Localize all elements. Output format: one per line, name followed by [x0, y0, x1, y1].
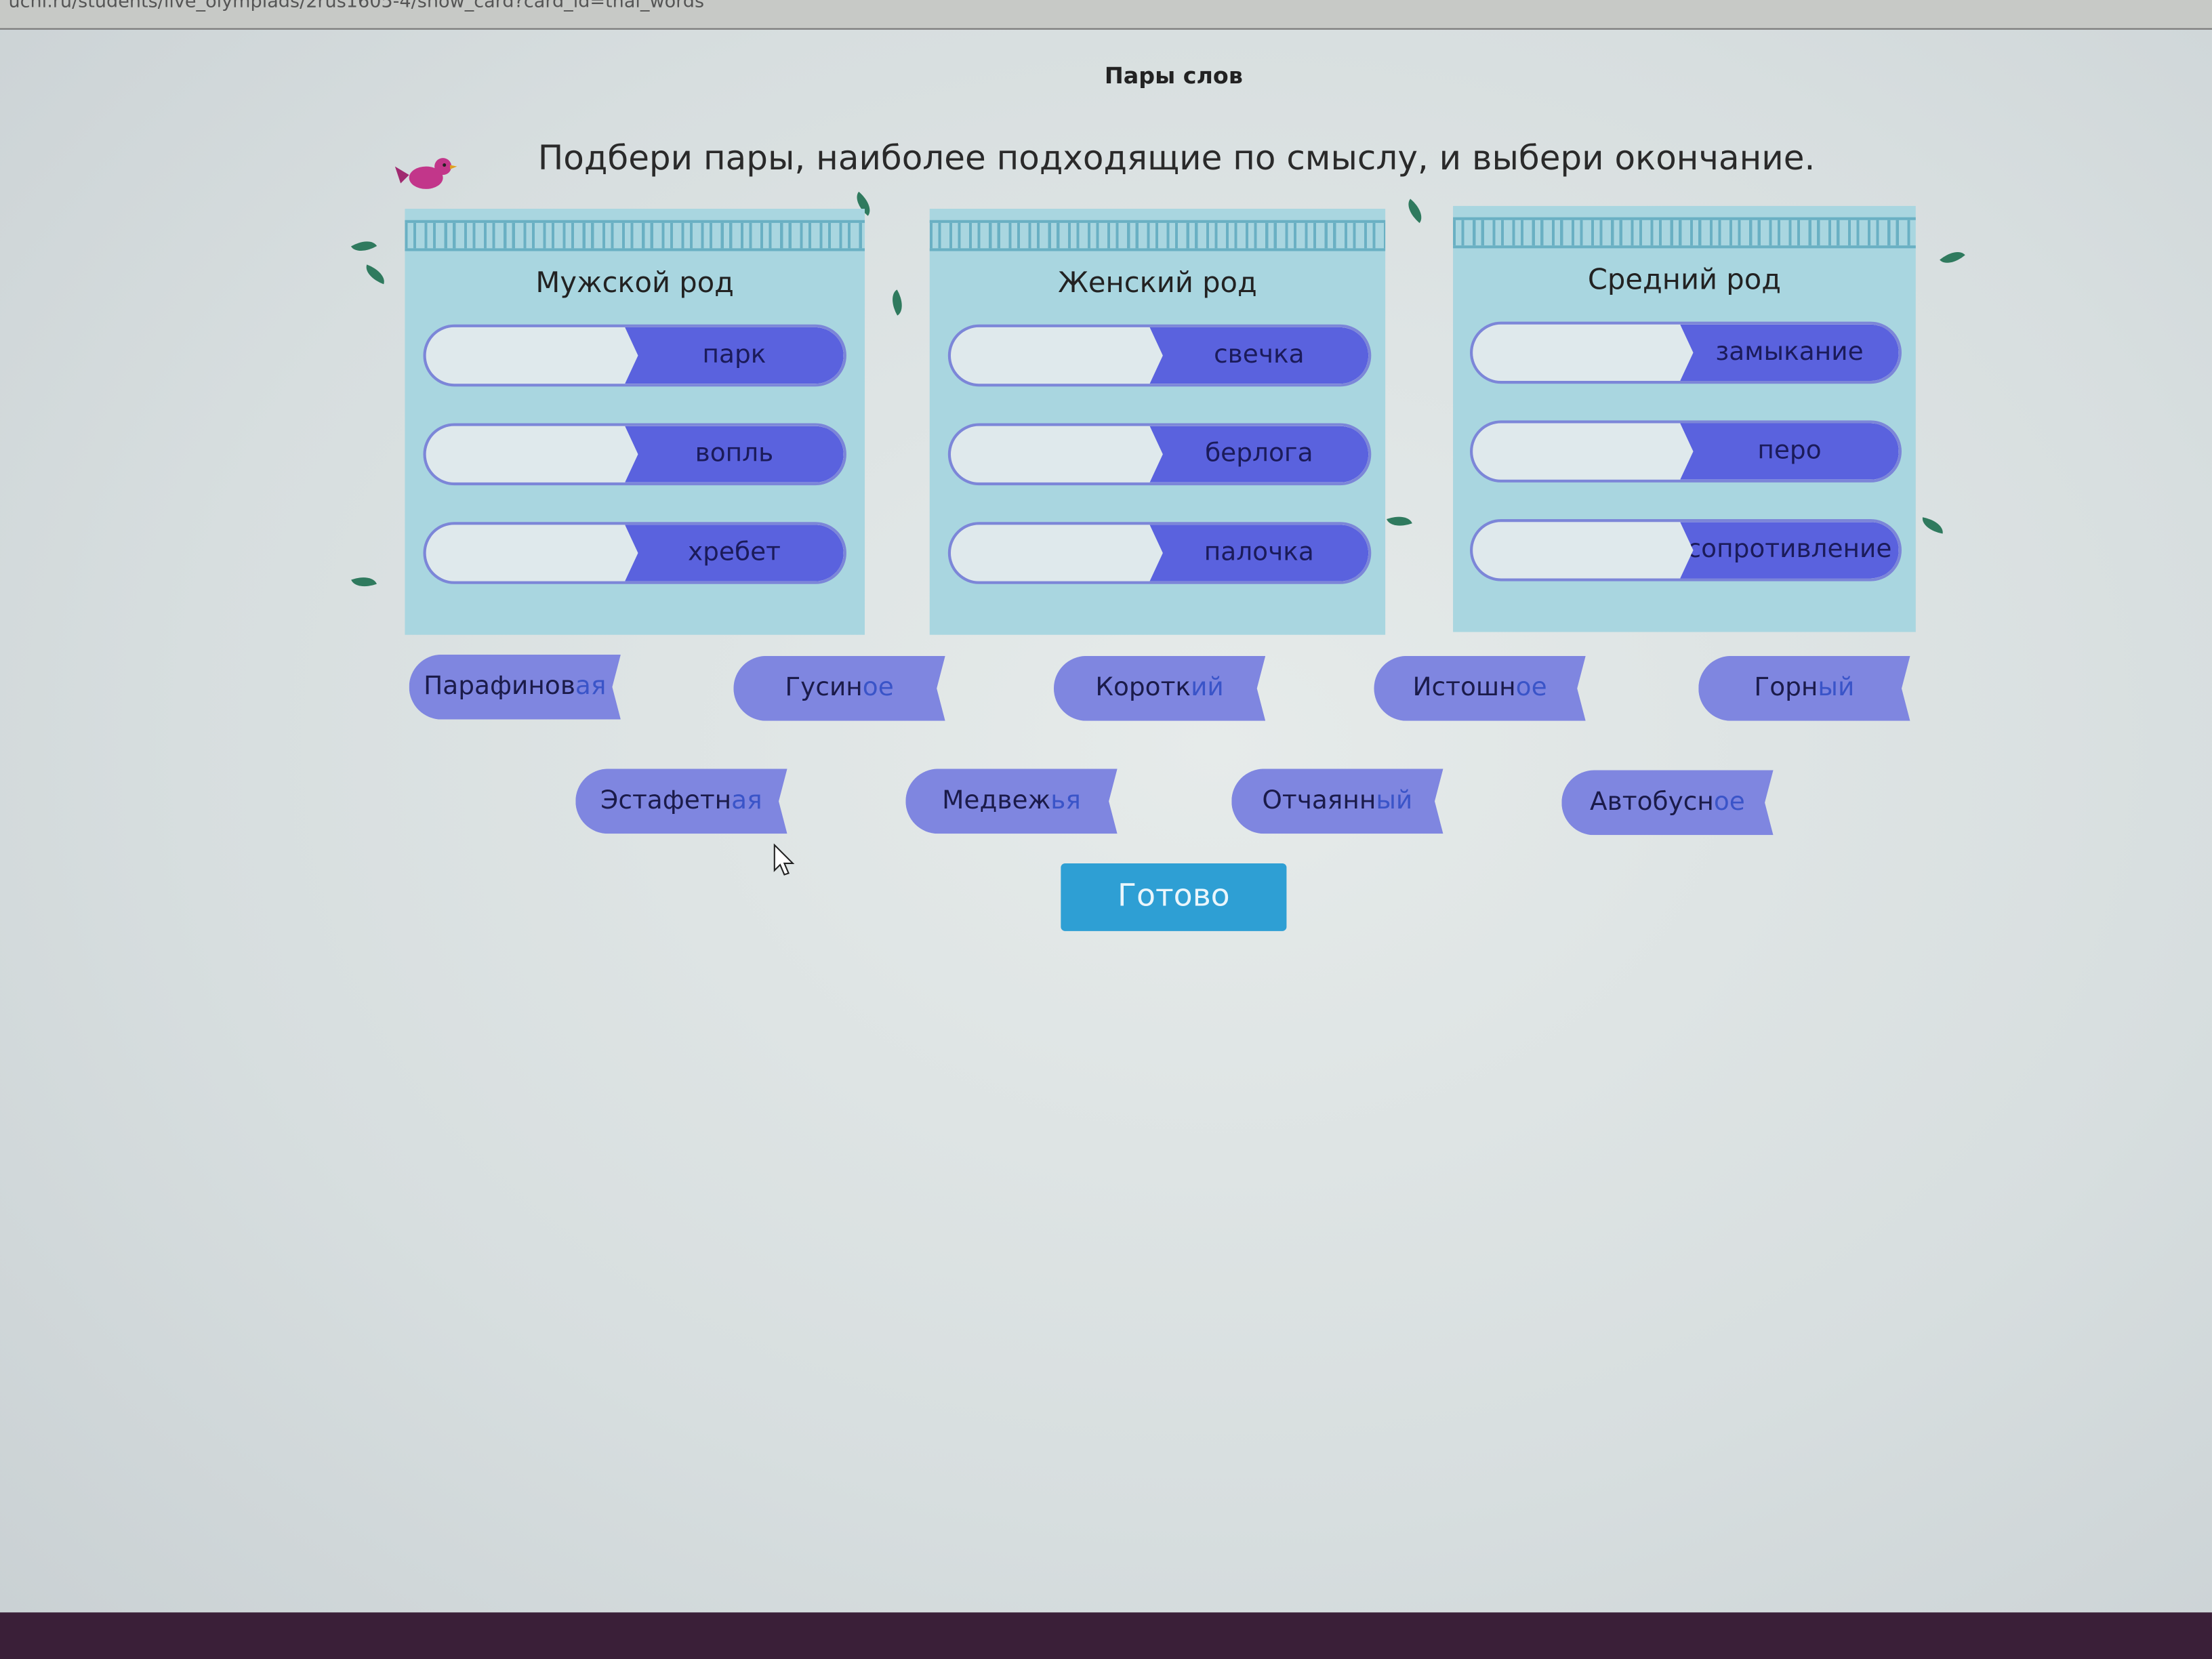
chip-ending: ья	[1050, 785, 1081, 816]
panel-title: Средний род	[1587, 262, 1781, 297]
leaf-icon	[886, 289, 909, 316]
drop-slot[interactable]: парк	[423, 324, 846, 387]
drop-slot[interactable]: сопротивление	[1470, 519, 1902, 581]
chip-stem: Коротк	[1095, 672, 1191, 703]
panel-feminine: Женский род свечка берлога палочка	[929, 209, 1386, 635]
adjective-chip[interactable]: Отчаянный	[1231, 769, 1443, 834]
meander-border	[405, 220, 865, 251]
adjective-chip[interactable]: Горный	[1698, 655, 1910, 721]
leaf-icon	[1920, 517, 1945, 534]
browser-address-bar[interactable]: uchi.ru/students/live_olympiads/2rus1605…	[0, 0, 2212, 30]
panel-masculine: Мужской род парк вопль хребет	[405, 209, 865, 635]
adjective-chip[interactable]: Эстафетная	[575, 769, 787, 834]
drop-slot[interactable]: свечка	[947, 324, 1372, 387]
noun: берлога	[1149, 426, 1369, 483]
chip-stem: Автобусн	[1590, 787, 1714, 817]
chip-stem: Отчаянн	[1262, 785, 1376, 816]
noun: хребет	[625, 525, 844, 581]
noun: вопль	[625, 426, 844, 483]
leaf-icon	[351, 572, 377, 592]
adjective-chip[interactable]: Гусиное	[733, 655, 945, 721]
adjective-chip[interactable]: Короткий	[1053, 655, 1266, 721]
leaf-icon	[1940, 245, 1965, 270]
taskbar	[0, 1612, 2212, 1659]
bird-icon	[394, 158, 457, 189]
leaf-icon	[362, 264, 388, 285]
noun: замыкание	[1680, 324, 1899, 382]
chip-stem: Парафинов	[424, 671, 575, 701]
chip-ending: ая	[731, 785, 762, 816]
noun: парк	[625, 327, 844, 384]
drop-slot[interactable]: перо	[1470, 420, 1902, 483]
noun: перо	[1680, 423, 1899, 480]
leaf-icon	[1387, 511, 1412, 531]
noun: свечка	[1149, 327, 1369, 384]
done-button[interactable]: Готово	[1061, 863, 1287, 931]
chip-ending: ое	[862, 672, 894, 703]
drop-slot[interactable]: вопль	[423, 423, 846, 486]
chip-stem: Горн	[1754, 672, 1818, 703]
panel-title: Женский род	[1058, 265, 1257, 300]
adjective-chip[interactable]: Автобусное	[1561, 770, 1774, 836]
panel-neuter: Средний род замыкание перо сопротивление	[1453, 205, 1916, 632]
chip-ending: ое	[1515, 672, 1547, 703]
noun: сопротивление	[1680, 522, 1899, 579]
drop-slot[interactable]: хребет	[423, 522, 846, 584]
drop-slot[interactable]: палочка	[947, 522, 1372, 584]
drop-slot[interactable]: берлога	[947, 423, 1372, 486]
chip-ending: ая	[575, 671, 607, 701]
panel-title: Мужской род	[535, 265, 734, 300]
noun: палочка	[1149, 525, 1369, 581]
chip-stem: Эстафетн	[600, 785, 732, 816]
instruction-text: Подбери пары, наиболее подходящие по смы…	[537, 138, 1816, 178]
chip-ending: ий	[1191, 672, 1224, 703]
page-title: Пары слов	[1104, 62, 1243, 89]
leaf-icon	[1402, 199, 1428, 224]
leaf-icon	[350, 234, 377, 258]
url-text: uchi.ru/students/live_olympiads/2rus1605…	[8, 0, 705, 13]
adjective-chip[interactable]: Парафиновая	[409, 654, 621, 720]
meander-border	[1453, 217, 1916, 249]
chip-stem: Медвеж	[942, 785, 1051, 816]
chip-stem: Гусин	[785, 672, 863, 703]
mouse-cursor-icon	[773, 843, 795, 876]
chip-ending: ый	[1376, 785, 1413, 816]
adjective-chip[interactable]: Медвежья	[905, 769, 1118, 834]
meander-border	[929, 220, 1386, 251]
drop-slot[interactable]: замыкание	[1470, 321, 1902, 384]
adjective-chip[interactable]: Истошное	[1374, 655, 1586, 721]
chip-ending: ый	[1818, 672, 1855, 703]
chip-stem: Истошн	[1412, 672, 1516, 703]
chip-ending: ое	[1713, 787, 1745, 817]
